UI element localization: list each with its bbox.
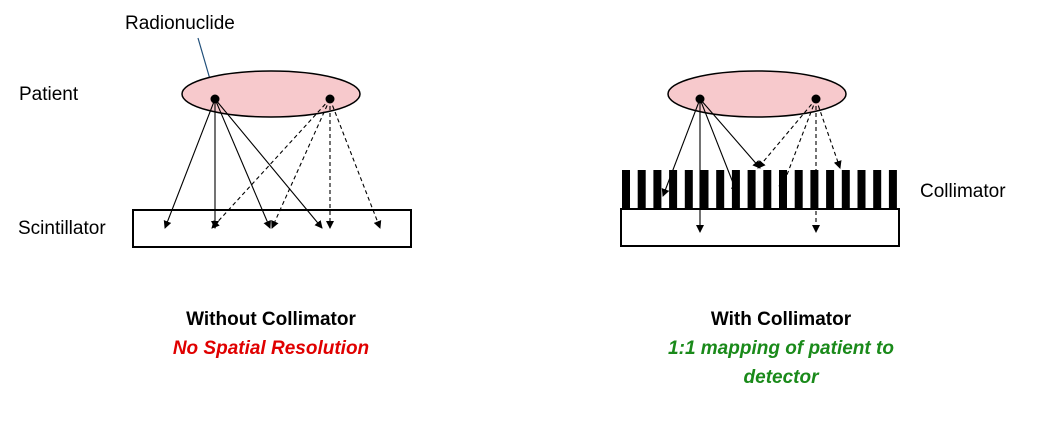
collimator-septum: [794, 170, 803, 210]
left-caption-subtitle: No Spatial Resolution: [173, 338, 369, 359]
collimator-septa: [622, 170, 897, 210]
ray-dashed-right: [815, 98, 842, 169]
ray-solid-right: [699, 98, 739, 194]
source-dot-left-b: [325, 94, 335, 104]
patient-ellipse-right: [667, 70, 847, 118]
left-rays: [163, 98, 382, 229]
collimator-septum: [857, 170, 866, 210]
right-caption-subtitle-line2: detector: [744, 367, 821, 388]
collimator-septum: [716, 170, 725, 210]
ray-dashed-left: [211, 98, 331, 229]
scintillator-right: [620, 208, 900, 247]
scintillator-left: [132, 209, 412, 248]
ray-solid-left: [163, 98, 216, 229]
collimator-septum: [826, 170, 835, 210]
collimator-septum: [763, 170, 772, 210]
ray-dashed-right: [778, 98, 817, 194]
right-rays: [661, 98, 842, 233]
right-caption-title: With Collimator: [711, 309, 852, 330]
source-dot-right-a: [695, 94, 705, 104]
patient-label: Patient: [19, 84, 79, 105]
collimator-septum: [779, 170, 787, 210]
ray-dashed-left: [271, 98, 331, 229]
collimator-septum: [653, 170, 662, 210]
scintillator-label: Scintillator: [18, 218, 106, 239]
collimator-septum: [810, 170, 819, 210]
collimator-septum: [841, 170, 850, 210]
source-dot-left-a: [210, 94, 220, 104]
collimator-septum: [669, 170, 678, 210]
collimator-label: Collimator: [920, 181, 1006, 202]
collimator-septum: [747, 170, 756, 210]
collimator-septum: [684, 170, 693, 210]
collimator-septum: [873, 170, 882, 210]
source-dot-right-b: [811, 94, 821, 104]
radionuclide-label: Radionuclide: [125, 13, 235, 34]
ray-solid-right: [699, 98, 761, 169]
ray-dashed-left: [329, 98, 382, 229]
ray-dashed-right: [757, 98, 817, 169]
collimator-septum: [637, 170, 646, 210]
collimator-septum: [622, 170, 630, 210]
collimator-septum: [888, 170, 897, 210]
ray-solid-right: [661, 98, 701, 197]
patient-ellipse-left: [181, 70, 361, 118]
ray-solid-left: [214, 98, 323, 229]
ray-solid-left: [214, 98, 271, 229]
left-caption-title: Without Collimator: [186, 309, 356, 330]
collimator-septum: [700, 170, 709, 210]
right-caption-subtitle-line1: 1:1 mapping of patient to: [668, 338, 894, 359]
